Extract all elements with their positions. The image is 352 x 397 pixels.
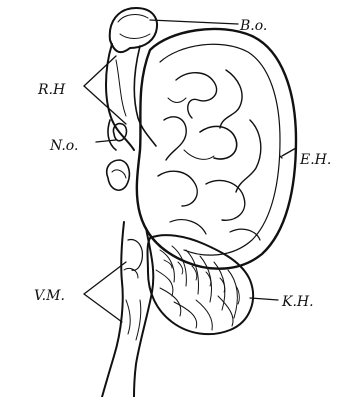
label-kh: K.H. bbox=[281, 294, 314, 310]
hypophysis-lobe bbox=[107, 160, 130, 190]
leader-kh bbox=[250, 298, 278, 300]
medulla-brainstem bbox=[102, 222, 153, 397]
leader-rh-lower bbox=[84, 86, 126, 124]
label-eh: E.H. bbox=[299, 152, 331, 168]
label-no: N.o. bbox=[49, 138, 78, 154]
label-vm: V.M. bbox=[34, 288, 65, 304]
leader-vm-lower bbox=[84, 294, 122, 322]
leader-rh-upper bbox=[84, 56, 116, 86]
label-bo: B.o. bbox=[239, 18, 267, 34]
leader-no bbox=[96, 140, 116, 142]
olfactory-bulb bbox=[110, 8, 157, 52]
leader-bo bbox=[150, 20, 238, 24]
label-rh: R.H bbox=[37, 82, 66, 98]
leader-lines bbox=[84, 20, 296, 322]
figure-labels: B.o. R.H N.o. E.H. V.M. K.H. bbox=[34, 18, 331, 310]
cerebral-hemisphere bbox=[137, 29, 296, 269]
leader-eh-2 bbox=[282, 148, 296, 156]
leader-vm-upper bbox=[84, 262, 126, 294]
